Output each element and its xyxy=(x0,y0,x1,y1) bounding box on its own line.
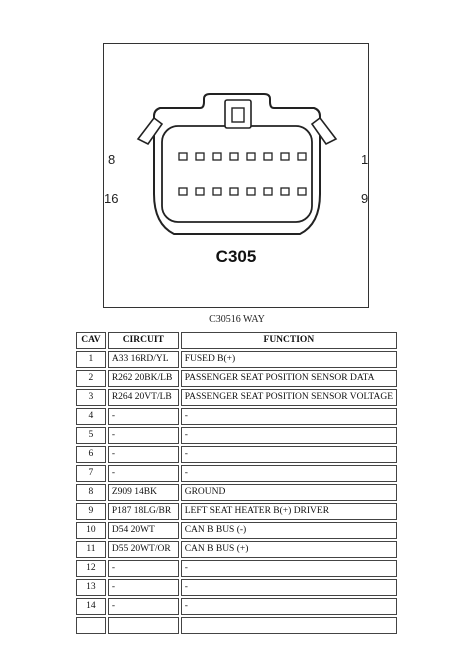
connector-face-drawing xyxy=(136,93,338,235)
cell-function: - xyxy=(180,579,397,596)
latch-tab-inner xyxy=(231,107,245,123)
pin-label-bottom-right: 9 xyxy=(361,191,369,206)
cell-cav: 4 xyxy=(76,408,106,425)
cell-cav: 6 xyxy=(76,446,106,463)
latch-tab xyxy=(224,99,252,129)
table-row: 12-- xyxy=(76,560,397,577)
cell-cav: 2 xyxy=(76,370,106,387)
connector-name: C305 xyxy=(215,247,257,266)
pin-label-bottom-left: 16 xyxy=(104,191,119,206)
cell-function: CAN B BUS (+) xyxy=(180,541,397,558)
cell-cav: 12 xyxy=(76,560,106,577)
cell-function xyxy=(180,617,397,634)
pin-row-bottom xyxy=(178,187,307,196)
cell-cav: 13 xyxy=(76,579,106,596)
cell-circuit xyxy=(107,617,179,634)
table-row: 7-- xyxy=(76,465,397,482)
connector-diagram-frame: C305 xyxy=(103,43,369,308)
header-circuit: CIRCUIT xyxy=(107,332,179,349)
cell-function: GROUND xyxy=(180,484,397,501)
cell-circuit: R262 20BK/LB xyxy=(107,370,179,387)
cell-circuit: D54 20WT xyxy=(107,522,179,539)
header-function: FUNCTION xyxy=(180,332,397,349)
cell-cav: 1 xyxy=(76,351,106,368)
cell-circuit: R264 20VT/LB xyxy=(107,389,179,406)
connector-outer-shell xyxy=(153,93,321,235)
table-row xyxy=(76,617,397,634)
table-row: 13-- xyxy=(76,579,397,596)
pin-row-top xyxy=(178,152,307,161)
table-row: 14-- xyxy=(76,598,397,615)
table-row: 5-- xyxy=(76,427,397,444)
cell-circuit: - xyxy=(107,446,179,463)
right-rib xyxy=(310,116,338,146)
cell-circuit: P187 18LG/BR xyxy=(107,503,179,520)
cell-circuit: - xyxy=(107,598,179,615)
pin-label-top-right: 1 xyxy=(361,152,369,167)
table-row: 6-- xyxy=(76,446,397,463)
cell-function: PASSENGER SEAT POSITION SENSOR DATA xyxy=(180,370,397,387)
cell-cav: 8 xyxy=(76,484,106,501)
cell-function: FUSED B(+) xyxy=(180,351,397,368)
cell-cav: 5 xyxy=(76,427,106,444)
cell-cav: 11 xyxy=(76,541,106,558)
cell-function: CAN B BUS (-) xyxy=(180,522,397,539)
cell-cav: 3 xyxy=(76,389,106,406)
cell-circuit: - xyxy=(107,579,179,596)
cell-circuit: A33 16RD/YL xyxy=(107,351,179,368)
cell-cav: 14 xyxy=(76,598,106,615)
cell-circuit: - xyxy=(107,560,179,577)
left-rib xyxy=(136,116,164,146)
cell-circuit: Z909 14BK xyxy=(107,484,179,501)
cell-function: - xyxy=(180,408,397,425)
connector-inner-rim xyxy=(161,125,313,223)
table-row: 4-- xyxy=(76,408,397,425)
table-header-row: CAV CIRCUIT FUNCTION xyxy=(76,332,397,349)
cell-function: PASSENGER SEAT POSITION SENSOR VOLTAGE xyxy=(180,389,397,406)
cell-cav xyxy=(76,617,106,634)
pin-label-top-left: 8 xyxy=(108,152,116,167)
cell-cav: 10 xyxy=(76,522,106,539)
connector-caption: C30516 WAY xyxy=(209,314,265,325)
cell-function: - xyxy=(180,465,397,482)
cell-function: LEFT SEAT HEATER B(+) DRIVER xyxy=(180,503,397,520)
header-cav: CAV xyxy=(76,332,106,349)
cell-circuit: - xyxy=(107,427,179,444)
cell-function: - xyxy=(180,598,397,615)
cell-function: - xyxy=(180,427,397,444)
cell-function: - xyxy=(180,560,397,577)
cell-circuit: D55 20WT/OR xyxy=(107,541,179,558)
cell-circuit: - xyxy=(107,408,179,425)
cell-circuit: - xyxy=(107,465,179,482)
cell-function: - xyxy=(180,446,397,463)
cell-cav: 7 xyxy=(76,465,106,482)
cell-cav: 9 xyxy=(76,503,106,520)
